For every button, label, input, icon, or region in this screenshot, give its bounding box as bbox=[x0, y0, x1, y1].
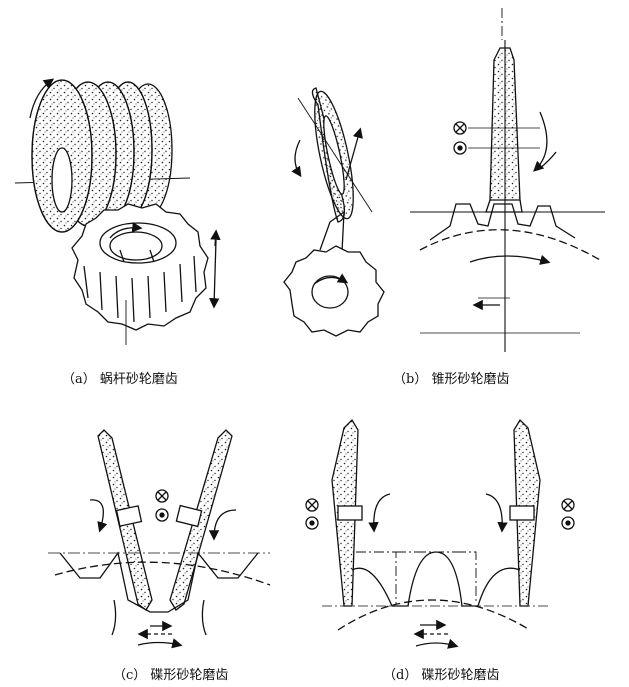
gear-tooth-profile bbox=[59, 551, 259, 613]
panel-b-small-gear bbox=[283, 87, 385, 337]
gear-tooth-profile bbox=[429, 203, 576, 241]
caption-b: （b） 锥形砂轮磨齿 bbox=[393, 372, 510, 387]
dot-circle-icon bbox=[453, 141, 467, 155]
right-dish-grinding-wheel bbox=[169, 429, 233, 611]
panel-d-dish-wheel-grinding bbox=[305, 418, 575, 649]
left-dish-grinding-wheel bbox=[97, 429, 153, 611]
worm-grinding-wheel bbox=[31, 79, 173, 233]
cross-circle-icon bbox=[453, 121, 467, 135]
gear-tooth-profile bbox=[351, 551, 521, 607]
small-spur-gear bbox=[283, 245, 385, 337]
panel-a-worm-wheel-grinding bbox=[14, 78, 221, 345]
right-dish-grinding-wheel bbox=[509, 418, 541, 607]
panel-c-dish-wheel-grinding bbox=[48, 429, 271, 649]
caption-d: （d） 碟形砂轮磨齿 bbox=[383, 668, 500, 683]
left-dish-grinding-wheel bbox=[331, 418, 363, 607]
disc-grinding-wheel bbox=[311, 87, 354, 253]
spur-gear-workpiece bbox=[71, 203, 209, 331]
cross-circle-icon bbox=[155, 489, 169, 503]
dot-circle-icon bbox=[305, 516, 319, 530]
caption-c: （c） 碟形砂轮磨齿 bbox=[113, 668, 229, 683]
panel-b-conical-wheel-grinding bbox=[410, 8, 605, 352]
cross-circle-icon bbox=[305, 498, 319, 512]
dot-circle-icon bbox=[155, 508, 169, 522]
dot-circle-icon bbox=[561, 516, 575, 530]
caption-a: （a） 蜗杆砂轮磨齿 bbox=[62, 372, 178, 387]
cross-circle-icon bbox=[561, 498, 575, 512]
conical-grinding-wheel bbox=[485, 47, 523, 213]
